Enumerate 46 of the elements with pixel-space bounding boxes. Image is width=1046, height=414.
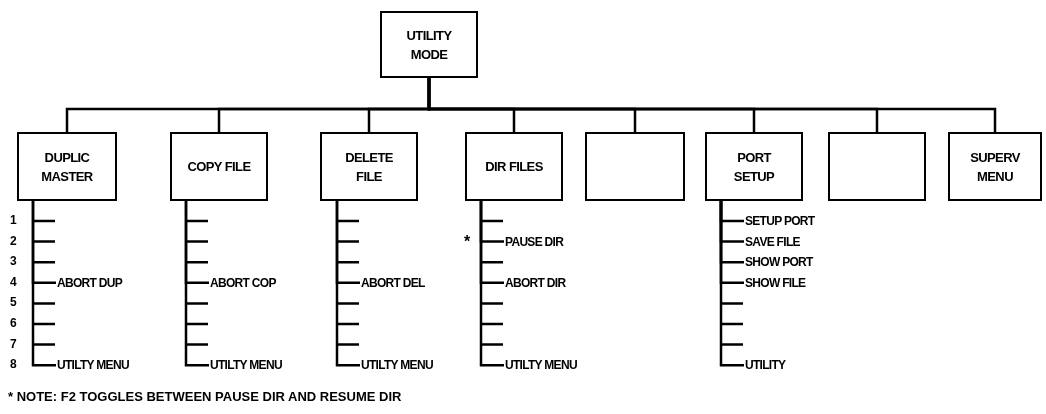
box-label: PORT SETUP <box>732 148 776 186</box>
menu-box <box>17 132 117 201</box>
connector-line <box>31 199 58 367</box>
connector-line <box>719 199 746 367</box>
row-number: 1 <box>10 213 17 227</box>
menu-item-label: UTILTY MENU <box>210 358 282 373</box>
menu-item-label: UTILTY MENU <box>505 358 577 373</box>
box-label: SUPERV MENU <box>969 148 1021 186</box>
connector-line <box>427 78 997 132</box>
menu-item-label: ABORT DUP <box>57 275 123 290</box>
box-label: DELETE FILE <box>344 148 394 186</box>
box-label: DUPLIC MASTER <box>40 148 94 186</box>
row-number: 7 <box>10 336 17 351</box>
empty-box <box>828 132 926 201</box>
box-label: DIR FILES <box>485 158 543 176</box>
menu-item-label: SHOW PORT <box>745 255 813 270</box>
menu-box <box>380 11 478 78</box>
menu-box <box>320 132 418 201</box>
footnote-text: *NOTE: F2 TOGGLES BETWEEN PAUSE DIR AND RESUME DIR <box>8 389 402 404</box>
row-number: 2 <box>10 233 17 248</box>
connector-line <box>335 199 362 367</box>
row-number: 6 <box>10 316 17 330</box>
menu-box <box>948 132 1042 201</box>
menu-item-label: ABORT COP <box>210 275 276 290</box>
connector-line <box>479 199 506 367</box>
row-number: 4 <box>10 274 17 289</box>
menu-item-label: UTILTY MENU <box>361 358 433 373</box>
menu-item-label: ABORT DEL <box>361 275 425 290</box>
connector-line <box>184 199 211 367</box>
menu-item-label: PAUSE DIR <box>505 234 564 249</box>
row-number: 8 <box>10 357 17 372</box>
menu-box <box>170 132 268 201</box>
menu-item-label: ABORT DIR <box>505 275 566 290</box>
footnote-mark: * <box>464 232 471 251</box>
menu-item-label: SAVE FILE <box>745 234 800 249</box>
menu-item-label: SHOW FILE <box>745 275 806 290</box>
menu-box <box>465 132 563 201</box>
box-label: COPY FILE <box>187 158 251 176</box>
menu-item-label: UTILTY MENU <box>57 358 129 373</box>
empty-box <box>585 132 685 201</box>
menu-item-label: UTILITY <box>745 358 786 373</box>
menu-box <box>705 132 803 201</box>
row-number: 5 <box>10 295 17 310</box>
box-label: UTILITY MODE <box>405 26 453 64</box>
menu-item-label: SETUP PORT <box>745 214 815 228</box>
row-number: 3 <box>10 254 17 269</box>
